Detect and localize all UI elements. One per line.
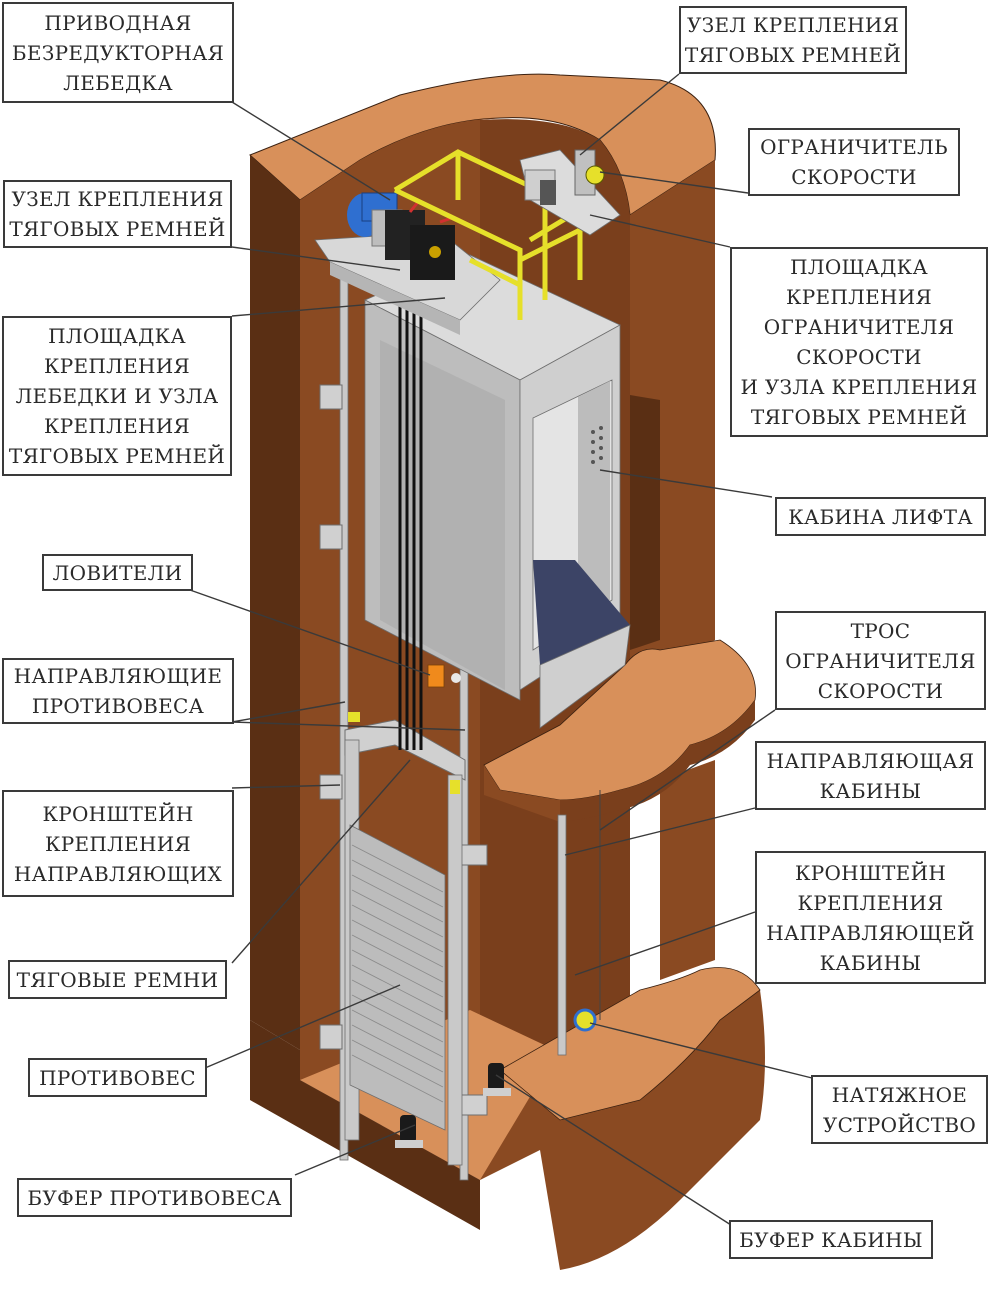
label-governor-rope: ТРОС ОГРАНИЧИТЕЛЯ СКОРОСТИ (775, 611, 986, 710)
machine-platform (314, 149, 621, 335)
label-counterweight-buffer: БУФЕР ПРОТИВОВЕСА (17, 1178, 292, 1217)
label-lift-cabin: КАБИНА ЛИФТА (775, 497, 986, 536)
safety-gear-block (427, 664, 445, 688)
tension-device-sheave (573, 1008, 597, 1032)
governor-sheave (585, 165, 605, 185)
label-cabin-buffer: БУФЕР КАБИНЫ (729, 1220, 933, 1259)
label-speed-governor: ОГРАНИЧИТЕЛЬ СКОРОСТИ (748, 128, 960, 196)
right-wall-lower (660, 760, 715, 980)
counterweight-assembly (344, 712, 466, 1166)
buffers (395, 1063, 511, 1148)
cabin (364, 254, 631, 1056)
label-counterweight-guides: НАПРАВЛЯЮЩИЕ ПРОТИВОВЕСА (2, 658, 234, 724)
label-belt-anchor-right: УЗЕЛ КРЕПЛЕНИЯ ТЯГОВЫХ РЕМНЕЙ (679, 6, 907, 74)
label-cabin-guide-bracket: КРОНШТЕЙН КРЕПЛЕНИЯ НАПРАВЛЯЮЩЕЙ КАБИНЫ (755, 851, 986, 984)
label-traction-belts: ТЯГОВЫЕ РЕМНИ (8, 960, 227, 999)
cabin-panel (578, 381, 610, 620)
counterweight-block (349, 824, 446, 1131)
traction-belts (398, 300, 423, 750)
cabin-buffer-shape (488, 1063, 504, 1091)
label-drive-winch: ПРИВОДНАЯ БЕЗРЕДУКТОРНАЯ ЛЕБЕДКА (2, 2, 234, 103)
cabin-toe-guard (539, 624, 631, 729)
left-wall-outer (250, 155, 300, 1050)
label-counterweight: ПРОТИВОВЕС (28, 1058, 207, 1097)
cabin-floor (533, 560, 630, 665)
label-belt-anchor-left: УЗЕЛ КРЕПЛЕНИЯ ТЯГОВЫХ РЕМНЕЙ (3, 180, 232, 248)
counterweight-buffer-shape (400, 1115, 416, 1143)
pit-front-left (250, 1020, 480, 1230)
label-cabin-guide: НАПРАВЛЯЮЩАЯ КАБИНЫ (755, 741, 986, 810)
cabin-recess (630, 395, 660, 650)
cabin-guide-rail (557, 814, 567, 1056)
floor-slab-pit (499, 967, 761, 1121)
floor-slab-middle-edge (484, 765, 560, 822)
label-winch-platform: ПЛОЩАДКА КРЕПЛЕНИЯ ЛЕБЕДКИ И УЗЛА КРЕПЛЕ… (2, 316, 232, 476)
label-safety-gear: ЛОВИТЕЛИ (42, 554, 193, 591)
label-governor-platform: ПЛОЩАДКА КРЕПЛЕНИЯ ОГРАНИЧИТЕЛЯ СКОРОСТИ… (730, 247, 988, 437)
leader-lines (189, 73, 813, 1226)
label-tension-device: НАТЯЖНОЕ УСТРОЙСТВО (811, 1075, 988, 1144)
floor-slab-middle-front (560, 700, 755, 822)
label-guide-bracket: КРОНШТЕЙН КРЕПЛЕНИЯ НАПРАВЛЯЮЩИХ (2, 790, 234, 897)
